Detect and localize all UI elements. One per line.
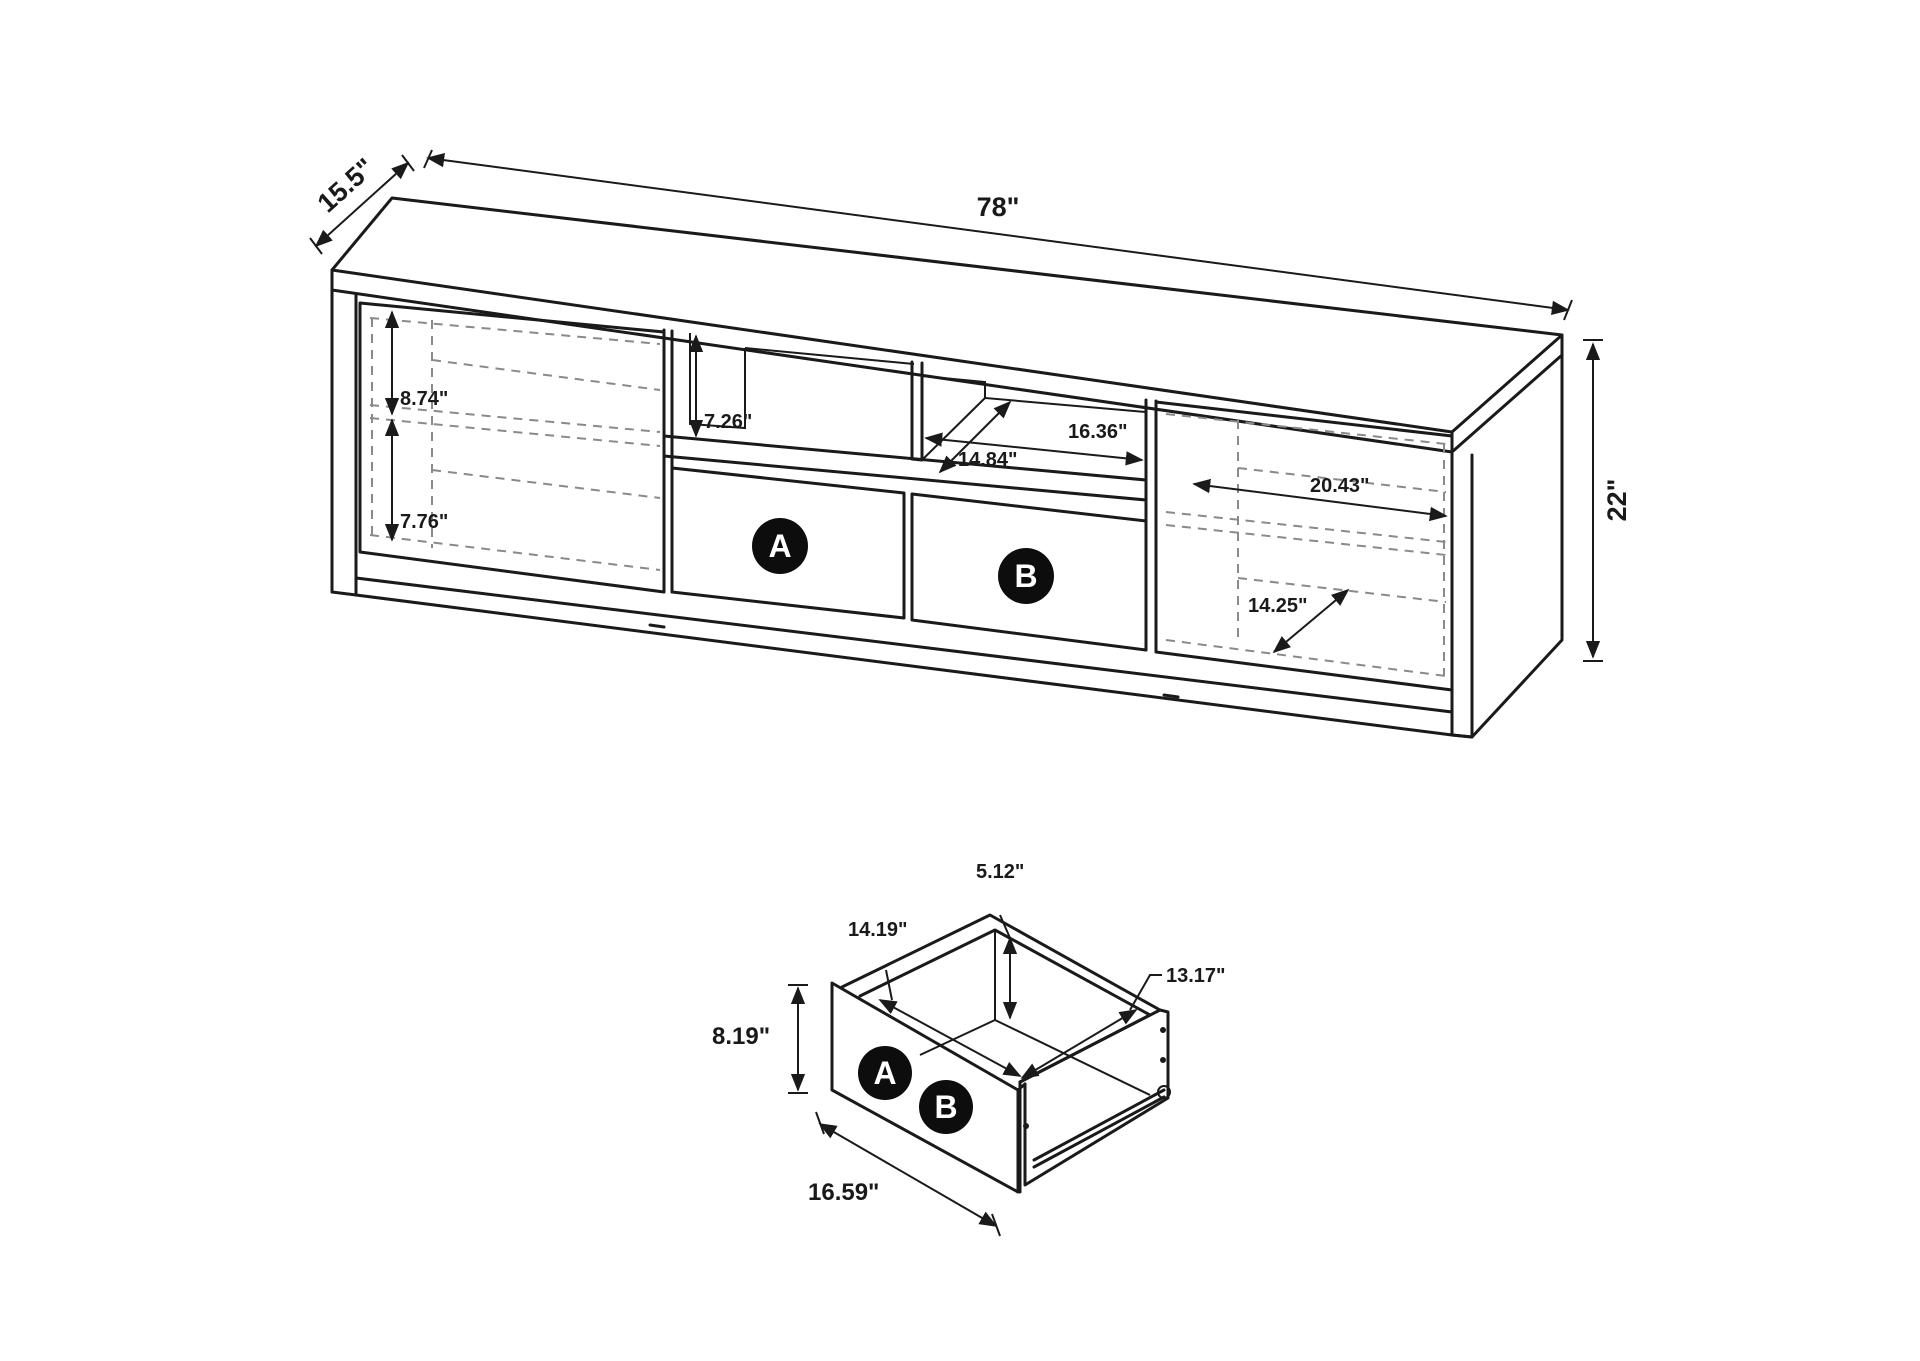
badge-a-drawer: A <box>858 1046 912 1100</box>
stand-left-post <box>330 288 358 597</box>
foot-right <box>1162 693 1180 699</box>
label-drawer-front-height: 8.19" <box>712 1023 770 1050</box>
open-shelf-divider <box>910 360 924 462</box>
label-center-shelf-height: 7.26" <box>704 411 752 433</box>
drawer-right-side <box>1018 1008 1170 1194</box>
badge-b-drawer: B <box>919 1080 973 1134</box>
stand-bottom-rail <box>354 576 1454 714</box>
svg-text:A: A <box>873 1055 896 1091</box>
label-drawer-interior-width: 13.17" <box>1166 965 1226 987</box>
badge-b-stand: B <box>998 548 1054 604</box>
drawer-front-a <box>670 466 906 620</box>
label-drawer-interior-height: 5.12" <box>976 861 1024 883</box>
drawer-front-b <box>910 492 1148 652</box>
label-drawer-interior-depth: 14.19" <box>848 919 908 941</box>
foot-left <box>648 623 666 629</box>
right-glass-door <box>1154 400 1454 692</box>
stand-right-post <box>1450 450 1474 739</box>
label-overall-width: 78" <box>977 192 1020 222</box>
drawer-slide-rail <box>1032 1088 1166 1169</box>
stand-top <box>330 196 1564 434</box>
drawer-dimensions: 8.19" 16.59" 14.19" 5.12" 13.17" <box>712 861 1226 1237</box>
label-drawer-front-width: 16.59" <box>808 1179 879 1206</box>
label-overall-depth: 15.5" <box>312 152 381 218</box>
label-right-cabinet-width: 20.43" <box>1310 475 1370 497</box>
tv-stand-drawing <box>330 196 1564 739</box>
label-center-shelf-depth: 14.84" <box>958 449 1018 471</box>
label-center-shelf-width: 16.36" <box>1068 421 1128 443</box>
label-left-upper-height: 8.74" <box>400 388 448 410</box>
svg-text:A: A <box>768 528 791 564</box>
stand-top-right-edge <box>1450 333 1564 454</box>
open-shelf-board <box>662 434 1148 522</box>
label-right-cabinet-depth: 14.25" <box>1248 595 1308 617</box>
label-left-lower-height: 7.76" <box>400 511 448 533</box>
badge-a-stand: A <box>752 518 808 574</box>
stand-dimensions: 78" 15.5" 22" 8.74" 7.76" 7.26" 16.36" 1… <box>309 149 1632 662</box>
label-overall-height: 22" <box>1602 479 1632 522</box>
left-glass-door <box>358 301 666 594</box>
stand-right-side <box>1450 353 1564 739</box>
svg-text:B: B <box>934 1089 957 1125</box>
drawer-front-panel <box>830 981 1020 1194</box>
svg-text:B: B <box>1014 558 1037 594</box>
